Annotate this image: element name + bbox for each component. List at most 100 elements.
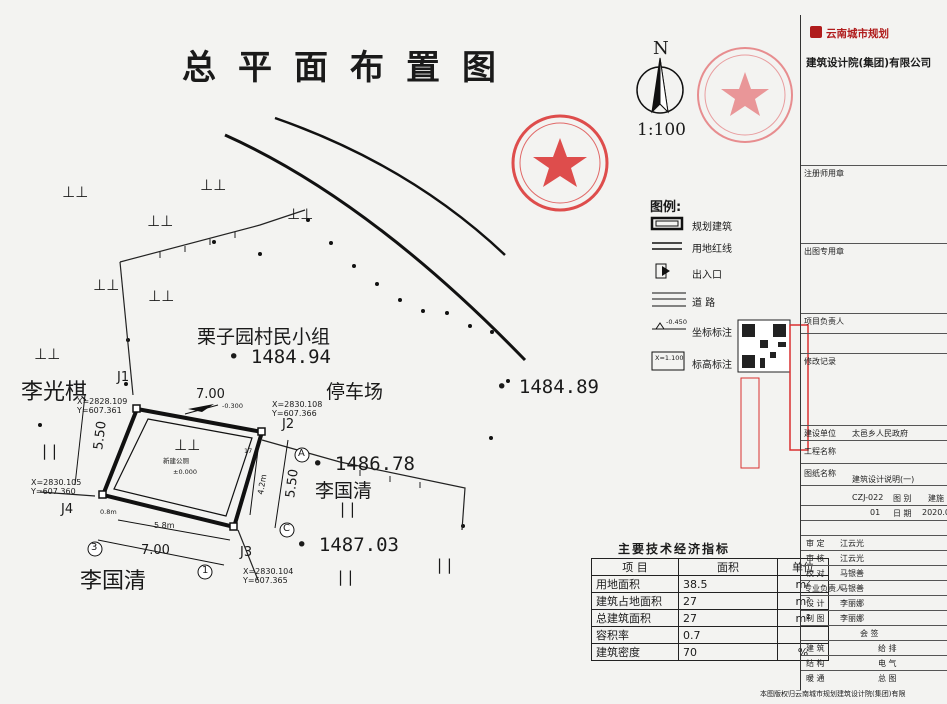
neighbor-symbol: | |: [437, 556, 452, 574]
legend-label-planned-building: 规划建筑: [692, 222, 732, 233]
tb-section-output-stamp: 出图专用章: [804, 247, 844, 256]
tb-role-name: 江云光: [840, 539, 864, 548]
village-group-label: 栗子园村民小组: [197, 326, 331, 348]
qr-code-icon: [737, 319, 791, 373]
econ-cell: 27: [678, 609, 778, 627]
tb-project-no: CZJ-022: [852, 493, 884, 502]
legend-sample-elevation: X=1.100: [655, 354, 684, 362]
elevation-4: • 1487.03: [296, 534, 399, 556]
coord-j4-y: Y=607.360: [31, 487, 76, 496]
parking-label: 停车场: [326, 381, 384, 403]
north-label: N: [653, 38, 669, 59]
legend-label-coordinate: 坐标标注: [692, 328, 732, 339]
neighbor-symbol: ⊥⊥: [93, 276, 120, 294]
econ-cell: 总建筑面积: [591, 609, 679, 627]
scale-label: 1:100: [637, 120, 686, 140]
tb-section-drawing-name: 图纸名称: [804, 469, 836, 478]
neighbor-symbol: ⊥⊥: [147, 212, 174, 230]
tb-client-value: 太邑乡人民政府: [852, 429, 908, 438]
coord-j4-x: X=2830.105: [31, 478, 82, 487]
coord-j3-y: Y=607.365: [243, 576, 288, 585]
tb-role-name: 马银善: [840, 584, 864, 593]
dim-top: 7.00: [196, 387, 225, 402]
tb-countersign-title: 会 签: [860, 629, 879, 638]
table-row: 项 目 面积 单位: [591, 558, 829, 576]
tb-role: 专业负责人: [804, 584, 844, 593]
neighbor-symbol: ⊥⊥: [200, 176, 227, 194]
neighbor-west-label: 李光棋: [21, 380, 88, 405]
tb-role-name: 李丽娜: [840, 614, 864, 623]
building-level: ±0.000: [173, 468, 198, 476]
econ-header-unit: 单位: [777, 558, 829, 576]
econ-cell: 用地面积: [591, 575, 679, 593]
econ-cell: 建筑占地面积: [591, 592, 679, 610]
tb-countersign: 结 构: [806, 659, 825, 668]
building-number: 17: [244, 447, 253, 455]
axis-1-label: 1: [202, 565, 209, 576]
econ-cell: 容积率: [591, 626, 679, 644]
tb-date-label: 日 期: [893, 509, 912, 518]
coord-j2-y: Y=607.366: [272, 409, 317, 418]
tb-countersign: 电 气: [878, 659, 897, 668]
tb-countersign: 建 筑: [806, 644, 825, 653]
neighbor-symbol: | |: [340, 500, 355, 518]
legend-label-entrance: 出入口: [692, 270, 722, 281]
table-row: 容积率 0.7: [591, 626, 829, 644]
company-logo-icon: [810, 26, 822, 38]
drawing-title: 总平面布置图: [182, 48, 518, 88]
entrance-marker: [184, 404, 219, 415]
government-seal-left: [511, 114, 609, 212]
tb-countersign: 暖 通: [806, 674, 825, 683]
dim-inner-bottom: 5.8m: [154, 521, 175, 530]
table-row: 用地面积 38.5 m²: [591, 575, 829, 593]
econ-cell: %: [777, 643, 829, 661]
dim-offset: 0.8m: [100, 508, 117, 516]
tb-section-project-lead: 项目负责人: [804, 317, 844, 326]
econ-header-item: 项 目: [591, 558, 679, 576]
tb-role: 审 核: [806, 554, 825, 563]
table-row: 建筑占地面积 27 m²: [591, 592, 829, 610]
tb-version: 01: [870, 508, 881, 517]
econ-table-title: 主要技术经济指标: [618, 542, 731, 556]
tb-role: 审 定: [806, 539, 825, 548]
econ-cell: 27: [678, 592, 778, 610]
econ-cell: 0.7: [678, 626, 778, 644]
dimension-lines: [74, 394, 289, 566]
corner-j4: J4: [61, 502, 74, 517]
title-block: [800, 15, 947, 690]
corner-j3: J3: [240, 545, 253, 560]
tb-role: 校 对: [806, 569, 825, 578]
coord-j1-x: X=2828.109: [77, 397, 128, 406]
elevation-1: • 1484.94: [228, 346, 331, 368]
dim-bottom: 7.00: [141, 543, 170, 558]
coord-j1-y: Y=607.361: [77, 406, 122, 415]
neighbor-symbol: | |: [338, 568, 353, 586]
new-toilet-building: [98, 404, 266, 531]
axis-c-label: C: [283, 523, 290, 534]
boundary-west-lower: [39, 491, 96, 497]
neighbor-symbol: ⊥⊥: [174, 436, 201, 454]
tb-role-name: 江云光: [840, 554, 864, 563]
elevation-3: • 1486.78: [312, 453, 415, 475]
company-short-name: 云南城市规划: [826, 28, 889, 40]
company-full-name: 建筑设计院(集团)有限公司: [806, 57, 932, 69]
tb-role: 设 计: [806, 599, 825, 608]
legend-label-redline: 用地红线: [692, 244, 732, 255]
legend-icons: [650, 216, 686, 371]
corner-j2: J2: [282, 417, 295, 432]
neighbor-symbol: | |: [42, 442, 57, 460]
tb-drawing-type: 建施: [928, 494, 944, 503]
design-institute-seal-right: [697, 47, 793, 143]
neighbor-symbol: ⊥⊥: [148, 287, 175, 305]
copyright-footer: 本图版权归云南城市规划建筑设计院(集团)有限: [760, 690, 906, 698]
tb-section-client: 建设单位: [804, 429, 836, 438]
boundary-south: [237, 529, 259, 581]
corner-j1: J1: [117, 370, 130, 385]
tb-role-name: 李丽娜: [840, 599, 864, 608]
coord-j3-x: X=2830.104: [243, 567, 294, 576]
review-stamp-small: [740, 377, 760, 469]
north-arrow-icon: [636, 57, 684, 114]
neighbor-south-label: 李国清: [80, 569, 147, 594]
